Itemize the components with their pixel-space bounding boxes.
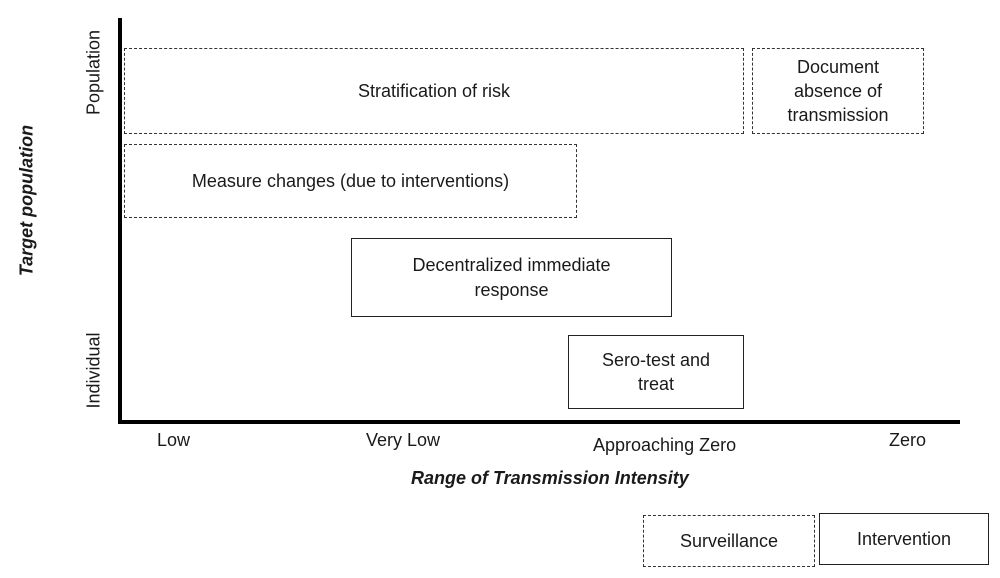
legend-surveillance: Surveillance: [643, 515, 815, 567]
x-axis-label-very-low: Very Low: [366, 430, 441, 450]
x-axis-label-zero: Zero: [889, 430, 927, 450]
box-stratification-of-risk-text: Stratification of risk: [357, 80, 511, 101]
box-sero-test-and-treat: Sero-test and treat: [568, 335, 744, 409]
legend-intervention: Intervention: [819, 513, 989, 565]
box-measure-changes-text: Measure changes (due to interventions): [191, 170, 510, 191]
box-decentralized-response-text: Decentralized immediate response: [412, 255, 611, 300]
legend-intervention-text: Intervention: [856, 528, 952, 549]
y-axis-title: Target population: [16, 124, 37, 277]
box-stratification-of-risk: Stratification of risk: [124, 48, 744, 134]
box-sero-test-and-treat-text: Sero-test and treat: [601, 349, 711, 394]
y-axis-line: [118, 18, 122, 424]
x-axis-label-approaching-zero: Approaching Zero: [593, 435, 737, 455]
box-document-absence-text: Document absence of transmission: [787, 56, 889, 126]
box-document-absence: Document absence of transmission: [752, 48, 924, 134]
y-axis-label-population: Population: [83, 29, 104, 116]
box-decentralized-response: Decentralized immediate response: [351, 238, 672, 317]
x-axis-title: Range of Transmission Intensity: [411, 468, 689, 488]
x-axis-label-low: Low: [157, 430, 191, 450]
legend-surveillance-text: Surveillance: [679, 530, 779, 551]
y-axis-label-individual: Individual: [83, 332, 104, 409]
box-measure-changes: Measure changes (due to interventions): [124, 144, 577, 218]
x-axis-line: [118, 420, 960, 424]
